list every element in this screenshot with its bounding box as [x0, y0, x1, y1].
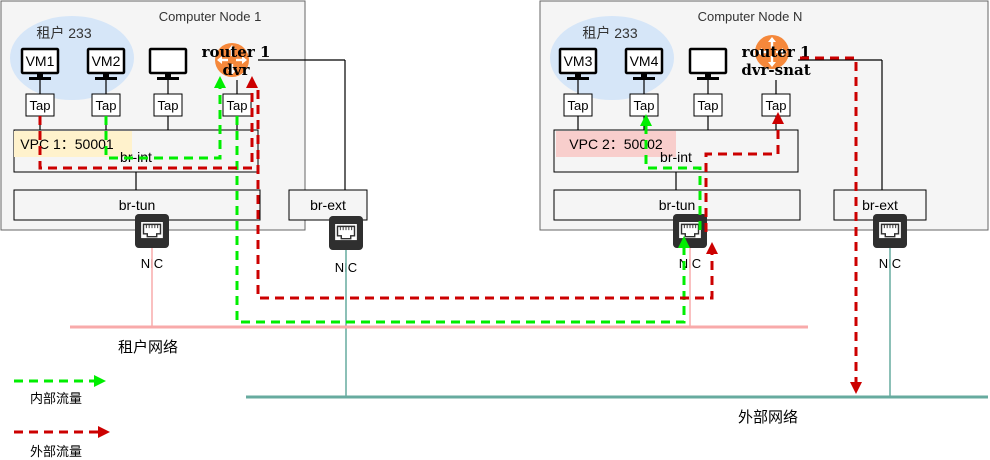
tap-box[interactable]	[563, 93, 593, 117]
tenant-network-label: 租户网络	[118, 339, 178, 356]
br-tun-label-1: br-tun	[119, 197, 156, 213]
tap-label: Tap	[568, 98, 589, 113]
internal-flow-path	[104, 76, 226, 160]
tap-label: Tap	[766, 98, 787, 113]
tap-label: Tap	[698, 98, 719, 113]
br-ext-bridge-1[interactable]	[288, 189, 368, 221]
nic-icon[interactable]	[135, 214, 169, 248]
br-ext-label-n: br-ext	[862, 197, 898, 213]
tap-label: Tap	[227, 98, 248, 113]
nic-icon[interactable]	[673, 214, 707, 248]
vm2-label: VM2	[92, 53, 121, 69]
tap-box[interactable]	[153, 93, 183, 117]
router-1-mode: dvr	[222, 61, 250, 79]
tap-label: Tap	[96, 98, 117, 113]
tap-label: Tap	[634, 98, 655, 113]
tenant-label-1: 租户 233	[36, 25, 91, 41]
vm1-label: VM1	[26, 53, 55, 69]
external-flow-path	[256, 90, 718, 300]
external-flow-path	[704, 112, 784, 232]
external-flow-path	[800, 56, 862, 394]
vpc-2-badge	[556, 131, 676, 157]
computer-node-n: Computer Node N 租户 233 VM3 VM4 Tap	[539, 0, 989, 232]
br-tun-label-n: br-tun	[659, 197, 696, 213]
internal-flow-path	[235, 116, 690, 324]
tap-box[interactable]	[693, 93, 723, 117]
vpc-1-badge	[14, 131, 132, 157]
computer-node-1: Computer Node 1 租户 233 VM1 VM2	[0, 0, 368, 232]
tap-label: Tap	[158, 98, 179, 113]
nic-icon[interactable]	[329, 216, 363, 250]
tap-group-node-1: Tap Tap Tap Tap	[25, 93, 252, 117]
legend: 内部流量 外部流量	[14, 375, 110, 459]
vpc-2-label: VPC 2：50002	[569, 136, 663, 152]
vpc-1-label: VPC 1：50001	[20, 136, 114, 152]
external-flow-path	[38, 76, 258, 170]
tap-label: Tap	[30, 98, 51, 113]
br-int-label-n: br-int	[660, 149, 692, 165]
vm4-label: VM4	[630, 53, 659, 69]
vm3-label: VM3	[564, 53, 593, 69]
node-n-title: Computer Node N	[698, 9, 803, 24]
nic-icon[interactable]	[873, 214, 907, 248]
tap-group-node-n: Tap Tap Tap Tap	[563, 93, 791, 117]
internal-flow-path	[640, 114, 702, 230]
router-1-name: router 1	[202, 43, 271, 61]
tenant-label-n: 租户 233	[582, 25, 637, 41]
router-n-name: router 1	[742, 43, 811, 61]
legend-internal-label: 内部流量	[30, 391, 82, 406]
br-ext-label-1: br-ext	[310, 197, 346, 213]
br-int-label-1: br-int	[120, 149, 152, 165]
node-1-title: Computer Node 1	[159, 9, 262, 24]
external-network-label: 外部网络	[738, 409, 798, 426]
router-n-mode: dvr-snat	[741, 61, 810, 79]
legend-external-label: 外部流量	[30, 444, 82, 459]
